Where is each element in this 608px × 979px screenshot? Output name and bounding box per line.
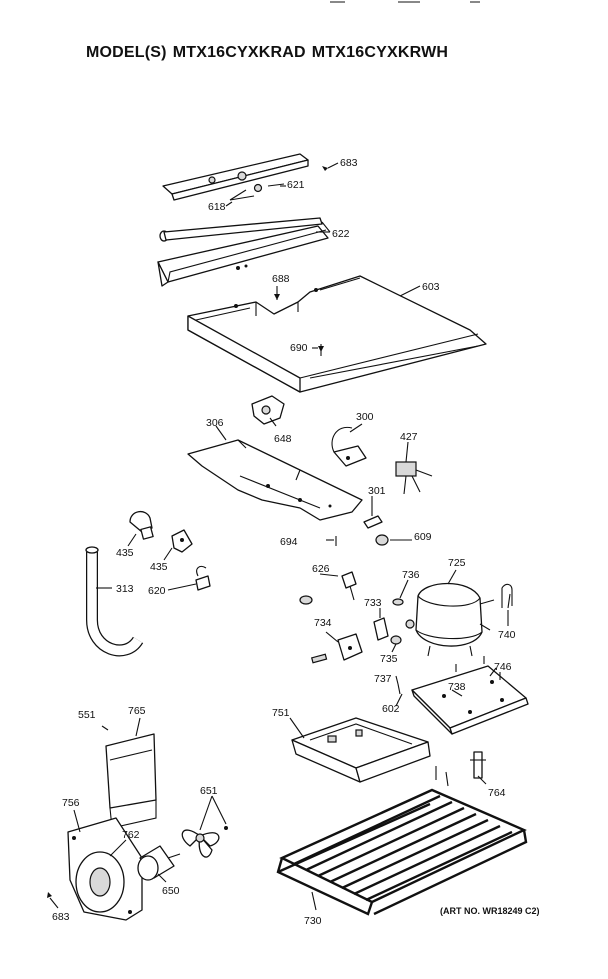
part-301-tube <box>363 515 383 529</box>
callout-609: 609 <box>414 531 432 543</box>
part-622-trough <box>157 225 329 287</box>
part-427-terminal <box>395 461 433 495</box>
part-683-screw-bottom <box>47 892 52 898</box>
callout-435-bulb: 435 <box>116 547 134 559</box>
callout-733: 733 <box>364 597 382 609</box>
callout-765: 765 <box>128 705 146 717</box>
art-number: (ART NO. WR18249 C2) <box>440 906 540 916</box>
part-688-screw <box>274 286 280 300</box>
part-603-panel <box>187 275 487 393</box>
callout-688: 688 <box>272 273 290 285</box>
callout-764: 764 <box>488 787 506 799</box>
leader-lines <box>49 185 509 911</box>
part-648-bracket <box>251 395 285 425</box>
part-650-motor <box>137 845 181 881</box>
part-765-shield <box>105 733 157 829</box>
callout-648: 648 <box>274 433 292 445</box>
part-764-bracket <box>470 751 486 779</box>
part-734-relay <box>310 633 363 664</box>
callout-621: 621 <box>287 179 305 191</box>
part-737-screw <box>397 683 401 695</box>
part-733-overload <box>373 617 389 641</box>
callout-734: 734 <box>314 617 332 629</box>
part-435-bulb <box>129 511 154 540</box>
part-618-bracket <box>162 153 309 201</box>
part-626-relay <box>299 571 357 605</box>
callout-737: 737 <box>374 673 392 685</box>
part-756-shroud <box>67 817 143 921</box>
callout-626: 626 <box>312 563 330 575</box>
part-602-screw <box>395 693 403 707</box>
model-number-1: MTX16CYXKRAD <box>172 44 306 61</box>
callout-694: 694 <box>280 536 298 548</box>
callout-313: 313 <box>116 583 134 595</box>
callout-762: 762 <box>122 829 140 841</box>
callout-620: 620 <box>148 585 166 597</box>
part-306-plate <box>187 439 363 521</box>
model-number-2: MTX16CYXKRWH <box>311 44 449 61</box>
part-683-screw <box>322 162 339 171</box>
callout-756: 756 <box>62 797 80 809</box>
callout-683-top: 683 <box>340 157 358 169</box>
part-609-knob <box>375 534 389 546</box>
part-313-drain-tube <box>85 546 144 657</box>
callout-746: 746 <box>494 661 512 673</box>
part-622-rod <box>159 217 331 242</box>
callout-551: 551 <box>78 709 96 721</box>
callout-738: 738 <box>448 681 466 693</box>
part-751-tray <box>291 717 431 783</box>
part-300-thermostat <box>331 426 367 467</box>
callout-683-bottom: 683 <box>52 911 70 923</box>
part-651-fan-blade <box>181 826 228 858</box>
callout-751: 751 <box>272 707 290 719</box>
part-725-compressor <box>405 582 495 657</box>
callout-735: 735 <box>380 653 398 665</box>
callout-622: 622 <box>332 228 350 240</box>
model-prefix: MODEL(S) <box>86 44 167 61</box>
part-435-socket <box>171 529 193 553</box>
callout-602: 602 <box>382 703 400 715</box>
callout-427: 427 <box>400 431 418 443</box>
part-551-clip <box>101 725 109 731</box>
part-746-base-plate <box>411 656 529 735</box>
callout-435-socket: 435 <box>150 561 168 573</box>
callout-618: 618 <box>208 201 226 213</box>
part-736-washer <box>392 598 404 606</box>
part-620-clip <box>195 565 211 591</box>
diagram-title: MODEL(S) MTX16CYXKRAD MTX16CYXKRWH <box>86 44 454 62</box>
callout-labels: 683 621 618 622 688 603 690 306 648 300 … <box>52 157 516 927</box>
callout-300: 300 <box>356 411 374 423</box>
part-730-condenser <box>276 766 528 916</box>
part-740-clip <box>501 583 513 609</box>
callout-730: 730 <box>304 915 322 927</box>
callout-301: 301 <box>368 485 386 497</box>
callout-306: 306 <box>206 417 224 429</box>
callout-603: 603 <box>422 281 440 293</box>
callout-690: 690 <box>290 342 308 354</box>
part-735-cap <box>390 635 402 645</box>
callout-725: 725 <box>448 557 466 569</box>
part-690-screw <box>318 344 324 356</box>
callout-740: 740 <box>498 629 516 641</box>
callout-651: 651 <box>200 785 218 797</box>
callout-650: 650 <box>162 885 180 897</box>
callout-736: 736 <box>402 569 420 581</box>
